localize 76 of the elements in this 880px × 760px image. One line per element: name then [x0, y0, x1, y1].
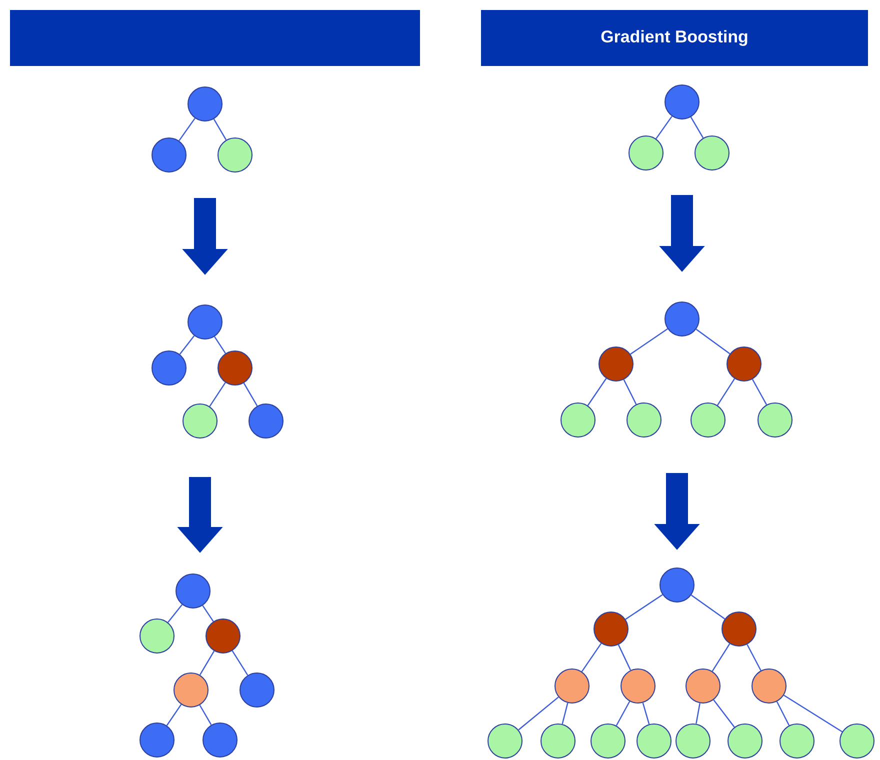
tree-node-circle	[594, 612, 628, 646]
tree-branch-line	[623, 379, 637, 405]
tree-branch-line	[214, 336, 226, 354]
tree-node-circle	[752, 668, 786, 704]
tree-node-circle	[152, 138, 186, 172]
tree-node-circle	[202, 722, 238, 758]
tree-node-circle	[780, 724, 814, 758]
tree-branch-line	[167, 604, 183, 623]
tree-node-circle	[598, 346, 634, 382]
tree-branch-line	[243, 382, 258, 406]
tree-node-circle	[722, 612, 756, 646]
tree-node-circle	[590, 724, 626, 758]
tree-node-circle	[188, 86, 222, 122]
tree-branch-line	[587, 378, 607, 406]
tree-branch-line	[166, 704, 182, 726]
tree-node-circle	[686, 668, 720, 704]
tree-branch-line	[202, 605, 214, 622]
tree-node-circle	[218, 138, 252, 172]
tree-node-circle	[188, 304, 222, 340]
tree-node-circle	[240, 672, 274, 708]
tree-branch-line	[690, 594, 726, 620]
tree-node-circle	[728, 724, 762, 758]
tree-node-circle	[676, 724, 710, 758]
tree-node-circle	[182, 404, 218, 438]
tree-node-circle	[626, 402, 662, 438]
tree-node-circle	[840, 724, 874, 758]
tree-branch-line	[696, 703, 700, 724]
tree-node-circle	[636, 724, 672, 758]
tree-node-circle	[206, 618, 240, 654]
tree-node-circle	[248, 404, 284, 438]
tree-node-circle	[664, 84, 700, 120]
tree-node-circle	[554, 668, 590, 704]
tree-node-circle	[660, 568, 694, 602]
tree-branch-line	[746, 644, 762, 671]
tree-branch-line	[232, 650, 248, 676]
tree-node-circle	[758, 402, 792, 438]
tree-branch-line	[630, 328, 668, 355]
tree-node-circle	[140, 722, 174, 758]
header-band: Gradient Boosting	[481, 10, 868, 66]
tree-branch-line	[581, 643, 602, 672]
tree-branch-line	[213, 118, 227, 140]
tree-node-circle	[176, 574, 210, 608]
tree-branch-line	[690, 116, 704, 138]
tree-node-circle	[726, 346, 762, 382]
tree-branch-line	[179, 335, 195, 355]
tree-branch-line	[618, 644, 632, 670]
tree-node-circle	[140, 618, 174, 654]
tree-branch-line	[696, 328, 730, 354]
tree-node-circle	[664, 302, 700, 336]
tree-branch-line	[716, 378, 736, 406]
tree-branch-line	[713, 700, 735, 728]
tree-branch-line	[784, 694, 842, 732]
tree-node-circle	[540, 724, 576, 758]
tree-branch-line	[562, 702, 568, 724]
tree-node-circle	[694, 136, 730, 170]
tree-node-circle	[174, 672, 208, 708]
tree-branch-line	[712, 643, 730, 672]
header-band	[10, 10, 420, 66]
tree-branch-line	[209, 382, 226, 407]
tree-branch-line	[642, 702, 650, 724]
tree-node-circle	[152, 350, 186, 386]
tree-branch-line	[656, 116, 672, 140]
tree-node-circle	[620, 668, 656, 704]
tree-node-circle	[560, 402, 596, 438]
tree-node-circle	[628, 136, 664, 170]
tree-branch-line	[199, 704, 212, 726]
tree-branch-line	[752, 379, 768, 405]
tree-node-circle	[218, 350, 252, 386]
tree-node-circle	[488, 724, 522, 758]
tree-node-circle	[690, 402, 726, 438]
tree-branch-line	[625, 594, 663, 620]
tree-branch-line	[178, 118, 196, 142]
tree-branch-line	[616, 701, 630, 726]
tree-branch-line	[776, 701, 790, 726]
tree-branch-line	[518, 696, 559, 730]
tree-branch-line	[199, 650, 215, 676]
